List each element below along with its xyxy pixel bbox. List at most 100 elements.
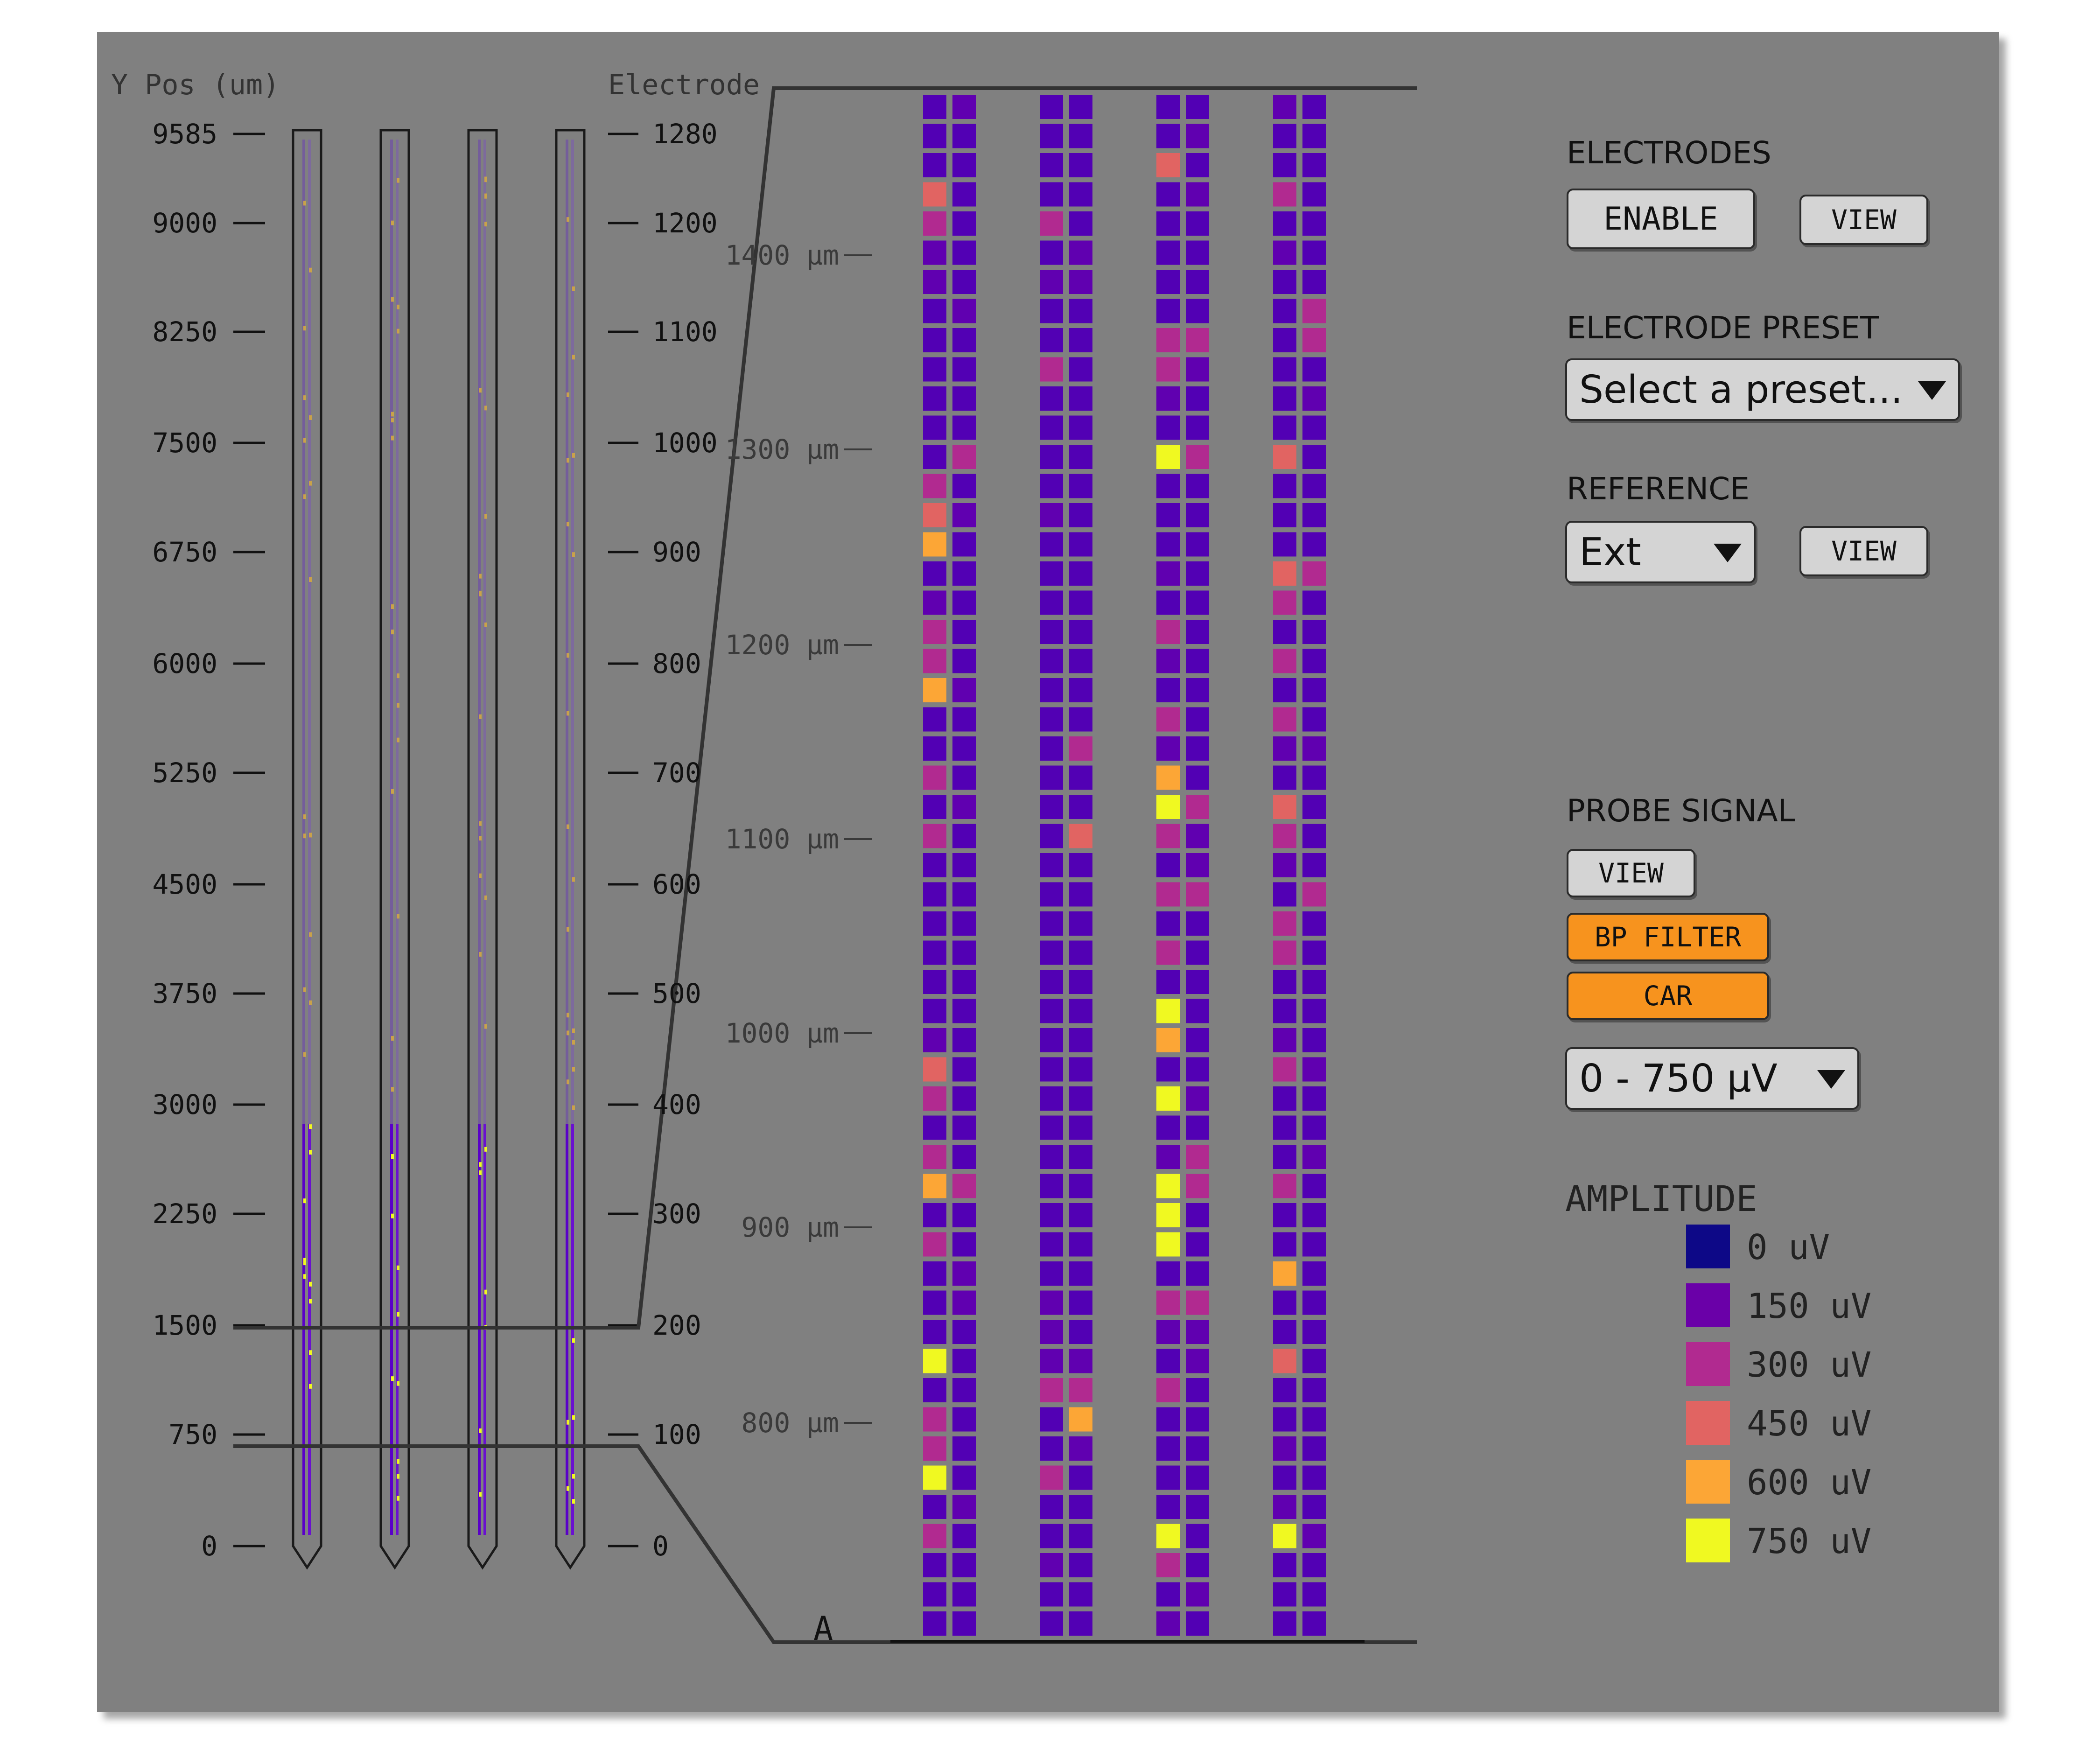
shank-electrode-column <box>478 140 481 1136</box>
overview-active-electrode <box>309 833 312 838</box>
electrode-cell <box>923 270 946 294</box>
y-tick-label: 750 <box>168 1419 217 1450</box>
depth-tick-label: 800 μm <box>741 1407 839 1439</box>
electrode-cell <box>1186 1261 1209 1286</box>
electrode-cell <box>1273 153 1296 177</box>
overview-active-electrode <box>391 1087 394 1092</box>
overview-active-electrode <box>397 329 399 334</box>
overview-active-electrode <box>309 932 312 937</box>
overview-active-electrode <box>397 178 399 183</box>
electrode-cell <box>923 795 946 819</box>
electrode-cell <box>923 1436 946 1461</box>
electrode-cell <box>923 532 946 557</box>
legend-label: 750 uV <box>1747 1521 1872 1561</box>
overview-active-electrode <box>397 703 399 708</box>
depth-tick-label: 900 μm <box>741 1211 839 1243</box>
electrode-cell <box>952 882 976 907</box>
overview-active-electrode <box>309 481 312 486</box>
electrode-cell <box>1156 1407 1180 1432</box>
electrode-cell <box>952 1028 976 1052</box>
overview-active-electrode <box>397 304 399 309</box>
electrode-cell <box>923 1261 946 1286</box>
electrode-cell <box>1069 1407 1092 1432</box>
electrode-cell <box>1302 1203 1326 1227</box>
electrode-cell <box>1273 1436 1296 1461</box>
overview-active-electrode <box>391 418 394 423</box>
electrode-cell <box>923 1203 946 1227</box>
overview-active-electrode <box>572 1105 575 1110</box>
electrode-cell <box>1069 999 1092 1023</box>
electrode-cell <box>1302 503 1326 527</box>
legend-label: 150 uV <box>1747 1286 1872 1326</box>
electrode-cell <box>1156 270 1180 294</box>
electrode-cell <box>1040 561 1063 586</box>
electrode-cell <box>1040 1378 1063 1402</box>
overview-active-electrode <box>479 1170 482 1175</box>
electrode-cell <box>1302 445 1326 469</box>
reference-value: Ext <box>1579 530 1641 574</box>
electrode-cell <box>1302 795 1326 819</box>
electrode-cell <box>1273 503 1296 527</box>
electrode-cell <box>952 474 976 498</box>
electrode-cell <box>1040 1203 1063 1227</box>
electrode-cell <box>1156 153 1180 177</box>
electrode-cell <box>1040 882 1063 907</box>
signal-range-select[interactable]: 0 - 750 μV <box>1565 1047 1859 1110</box>
depth-tick-label: 1000 μm <box>725 1017 839 1049</box>
reference-select[interactable]: Ext <box>1565 521 1756 583</box>
view-probe-signal-button[interactable]: VIEW <box>1567 849 1695 897</box>
car-toggle[interactable]: CAR <box>1567 972 1769 1020</box>
y-tick-label: 6750 <box>152 536 217 568</box>
electrode-cell <box>1069 1290 1092 1315</box>
electrode-cell <box>1040 1261 1063 1286</box>
electrode-cell <box>1302 1407 1326 1432</box>
electrode-cell <box>1069 1261 1092 1286</box>
chevron-down-icon <box>1918 381 1946 400</box>
overview-active-electrode <box>484 222 487 227</box>
overview-active-electrode <box>303 201 306 206</box>
bp-filter-toggle[interactable]: BP FILTER <box>1567 913 1769 961</box>
electrode-cell <box>952 1465 976 1490</box>
electrode-cell <box>1273 1057 1296 1082</box>
overview-active-electrode <box>391 220 394 225</box>
electrode-cell <box>1069 386 1092 411</box>
electrode-cell <box>1040 1582 1063 1607</box>
electrode-cell <box>923 474 946 498</box>
electrode-cell <box>1040 1028 1063 1052</box>
overview-active-electrode <box>391 1154 394 1159</box>
electrode-cell <box>923 386 946 411</box>
electrode-cell <box>923 824 946 848</box>
enable-electrodes-button[interactable]: ENABLE <box>1567 189 1755 249</box>
electrode-cell <box>1302 1028 1326 1052</box>
electrode-cell <box>1302 882 1326 907</box>
electrode-cell <box>1186 328 1209 352</box>
electrode-cell <box>1040 1407 1063 1432</box>
overview-active-electrode <box>479 1492 482 1497</box>
legend-swatch <box>1686 1225 1730 1268</box>
electrode-cell <box>1273 1261 1296 1286</box>
overview-active-electrode <box>397 1312 399 1317</box>
electrode-cell <box>1273 415 1296 440</box>
electrode-preset-select[interactable]: Select a preset... <box>1565 358 1960 421</box>
view-electrodes-button[interactable]: VIEW <box>1799 195 1928 245</box>
electrode-cell <box>952 1524 976 1548</box>
overview-active-electrode <box>479 821 482 826</box>
electrode-cell <box>1156 795 1180 819</box>
electrode-cell <box>1156 1320 1180 1344</box>
electrode-cell <box>923 1495 946 1519</box>
view-reference-button[interactable]: VIEW <box>1799 526 1928 576</box>
electrode-cell <box>1156 1524 1180 1548</box>
electrode-tick-label: 100 <box>652 1419 701 1450</box>
electrode-cell <box>952 1582 976 1607</box>
electrode-cell <box>1156 503 1180 527</box>
electrode-cell <box>1069 182 1092 207</box>
electrode-cell <box>952 1203 976 1227</box>
electrode-cell <box>1069 1582 1092 1607</box>
electrode-cell <box>1069 882 1092 907</box>
electrode-cell <box>923 1028 946 1052</box>
electrode-cell <box>1156 211 1180 236</box>
electrode-cell <box>952 649 976 673</box>
electrode-cell <box>1186 1495 1209 1519</box>
electrode-cell <box>1273 649 1296 673</box>
electrode-cell <box>1302 765 1326 790</box>
